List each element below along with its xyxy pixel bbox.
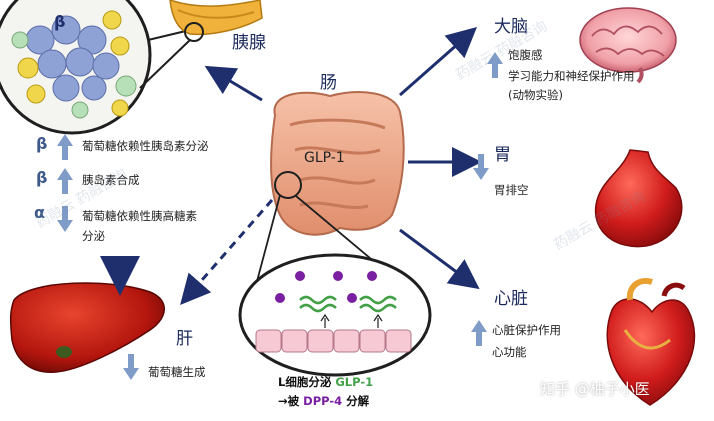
cell-row bbox=[255, 329, 412, 353]
liver-label: 肝 bbox=[176, 329, 193, 349]
cell-caption-glp1: GLP-1 bbox=[335, 375, 374, 389]
dpp4-dots bbox=[275, 271, 377, 303]
alpha-down-arrow bbox=[57, 206, 73, 232]
pancreas-effect-3: 葡萄糖依赖性胰高糖素 bbox=[82, 209, 197, 223]
alpha-symbol: α bbox=[34, 203, 45, 222]
cell-caption-prefix2: →被 bbox=[278, 394, 300, 408]
arrow-to-liver bbox=[180, 199, 274, 306]
liver-down-arrow bbox=[123, 354, 139, 380]
arrow-to-pancreas bbox=[204, 65, 263, 102]
cell-caption-prefix: L细胞分泌 bbox=[278, 375, 332, 389]
effect-arrows bbox=[57, 52, 503, 380]
heart-label: 心脏 bbox=[494, 289, 528, 309]
cell-caption-dpp4: DPP-4 bbox=[303, 394, 343, 408]
islet-beta-label: β bbox=[54, 12, 66, 31]
heart-effect-2: 心功能 bbox=[492, 345, 527, 359]
beta-symbol-2: β bbox=[36, 168, 48, 187]
stomach-label: 胃 bbox=[494, 145, 511, 165]
heart-illustration bbox=[606, 278, 696, 406]
arrow-to-heart bbox=[399, 228, 480, 290]
beta-up-arrow-1 bbox=[57, 134, 73, 160]
brain-effect-2: 学习能力和神经保护作用 bbox=[508, 69, 635, 83]
beta-up-arrow-2 bbox=[57, 168, 73, 194]
beta-symbol-1: β bbox=[36, 134, 48, 153]
pancreas-effect-3-cont: 分泌 bbox=[82, 229, 105, 243]
intestine-label: 肠 bbox=[320, 73, 337, 93]
brain-effect-3: (动物实验) bbox=[508, 88, 563, 102]
l-cell-magnified-view bbox=[238, 253, 432, 377]
cell-caption-line2: →被 DPP-4 分解 bbox=[278, 393, 369, 409]
arrows bbox=[100, 27, 482, 306]
cell-caption-line1: L细胞分泌 GLP-1 bbox=[278, 374, 373, 390]
heart-effect-1: 心脏保护作用 bbox=[492, 323, 561, 337]
magnify-line-top bbox=[147, 29, 191, 41]
islet-magnified-view bbox=[0, 0, 152, 135]
brain-illustration bbox=[579, 7, 677, 84]
brain-effect-1: 饱腹感 bbox=[508, 48, 543, 62]
brain-up-arrow bbox=[487, 52, 503, 78]
glp1-label: GLP-1 bbox=[304, 150, 345, 166]
liver-illustration bbox=[9, 282, 165, 373]
cell-caption-suffix: 分解 bbox=[346, 394, 370, 408]
stomach-down-arrow bbox=[473, 154, 489, 180]
stomach-illustration bbox=[594, 149, 683, 248]
pancreas-effect-2: 胰岛素合成 bbox=[82, 173, 140, 187]
credit-text: 知乎 @柚子小医 bbox=[540, 380, 650, 398]
islet-cells bbox=[11, 10, 137, 119]
liver-effect-1: 葡萄糖生成 bbox=[148, 365, 206, 379]
magnify-line-bottom bbox=[139, 39, 191, 89]
brain-label: 大脑 bbox=[494, 17, 528, 37]
heart-up-arrow bbox=[471, 320, 487, 346]
glp1-molecules bbox=[299, 295, 397, 328]
pancreas-effect-1: 葡萄糖依赖性胰岛素分泌 bbox=[82, 139, 209, 153]
intestine-illustration bbox=[270, 91, 405, 236]
pancreas-label: 胰腺 bbox=[232, 33, 266, 53]
pancreas-illustration bbox=[169, 0, 263, 42]
arrow-to-brain bbox=[399, 27, 477, 97]
stomach-effect-1: 胃排空 bbox=[494, 183, 529, 197]
